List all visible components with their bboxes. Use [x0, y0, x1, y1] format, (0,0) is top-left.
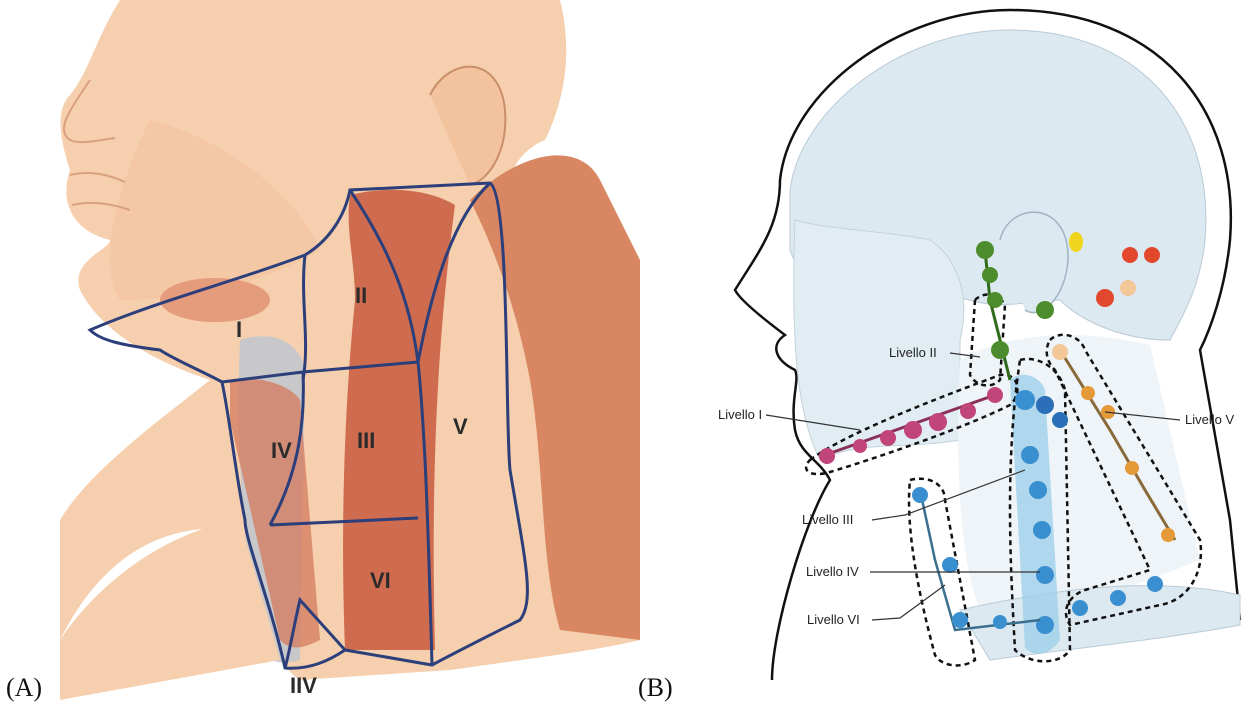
lymph-node: [1052, 412, 1068, 428]
lymph-node: [904, 421, 922, 439]
lymph-node: [960, 403, 976, 419]
region-label-v: V: [453, 414, 468, 439]
lymph-node: [976, 241, 994, 259]
lymph-node: [1072, 600, 1088, 616]
region-label-vi: VI: [370, 568, 391, 593]
region-label-iv: IV: [271, 438, 292, 463]
lymph-node: [1144, 247, 1160, 263]
level-label-iii: Livello III: [802, 512, 853, 527]
level-label-i: Livello I: [718, 407, 762, 422]
lymph-node: [952, 612, 968, 628]
region-label-iii: III: [357, 428, 375, 453]
lymph-node: [1021, 446, 1039, 464]
lymph-node: [1110, 590, 1126, 606]
lymph-node: [1052, 344, 1068, 360]
lymph-node: [819, 448, 835, 464]
panel-b-illustration: Livello I Livello II Livello III Livello…: [718, 10, 1240, 680]
lymph-node: [1120, 280, 1136, 296]
level-label-vi: Livello VI: [807, 612, 860, 627]
lymph-node: [880, 430, 896, 446]
lymph-node: [1125, 461, 1139, 475]
lymph-node: [991, 341, 1009, 359]
panel-a-caption: (A): [6, 673, 42, 702]
lymph-node: [1069, 232, 1083, 252]
lymph-node: [1036, 301, 1054, 319]
lymph-node: [1036, 396, 1054, 414]
lymph-node: [1122, 247, 1138, 263]
level-label-v: Livello V: [1185, 412, 1234, 427]
lymph-node: [1096, 289, 1114, 307]
lymph-node: [982, 267, 998, 283]
lymph-node: [1029, 481, 1047, 499]
lymph-node: [1081, 386, 1095, 400]
lymph-node: [1147, 576, 1163, 592]
region-label-ii: II: [355, 283, 367, 308]
lymph-node: [1033, 521, 1051, 539]
lymph-node: [853, 439, 867, 453]
lymph-node: [1015, 390, 1035, 410]
region-label-i: I: [236, 317, 242, 342]
lymph-node: [942, 557, 958, 573]
level-label-ii: Livello II: [889, 345, 937, 360]
lymph-node: [987, 387, 1003, 403]
level-label-iv: Livello IV: [806, 564, 859, 579]
lymph-node: [987, 292, 1003, 308]
lymph-node: [1036, 616, 1054, 634]
lymph-node: [912, 487, 928, 503]
panel-b-caption: (B): [638, 673, 673, 702]
region-label-iiv: IIV: [290, 673, 317, 698]
panel-a-illustration: I II III IV V VI IIV: [60, 0, 640, 700]
lymph-node: [1161, 528, 1175, 542]
lymph-node: [1036, 566, 1054, 584]
lymph-node: [929, 413, 947, 431]
lymph-node: [993, 615, 1007, 629]
